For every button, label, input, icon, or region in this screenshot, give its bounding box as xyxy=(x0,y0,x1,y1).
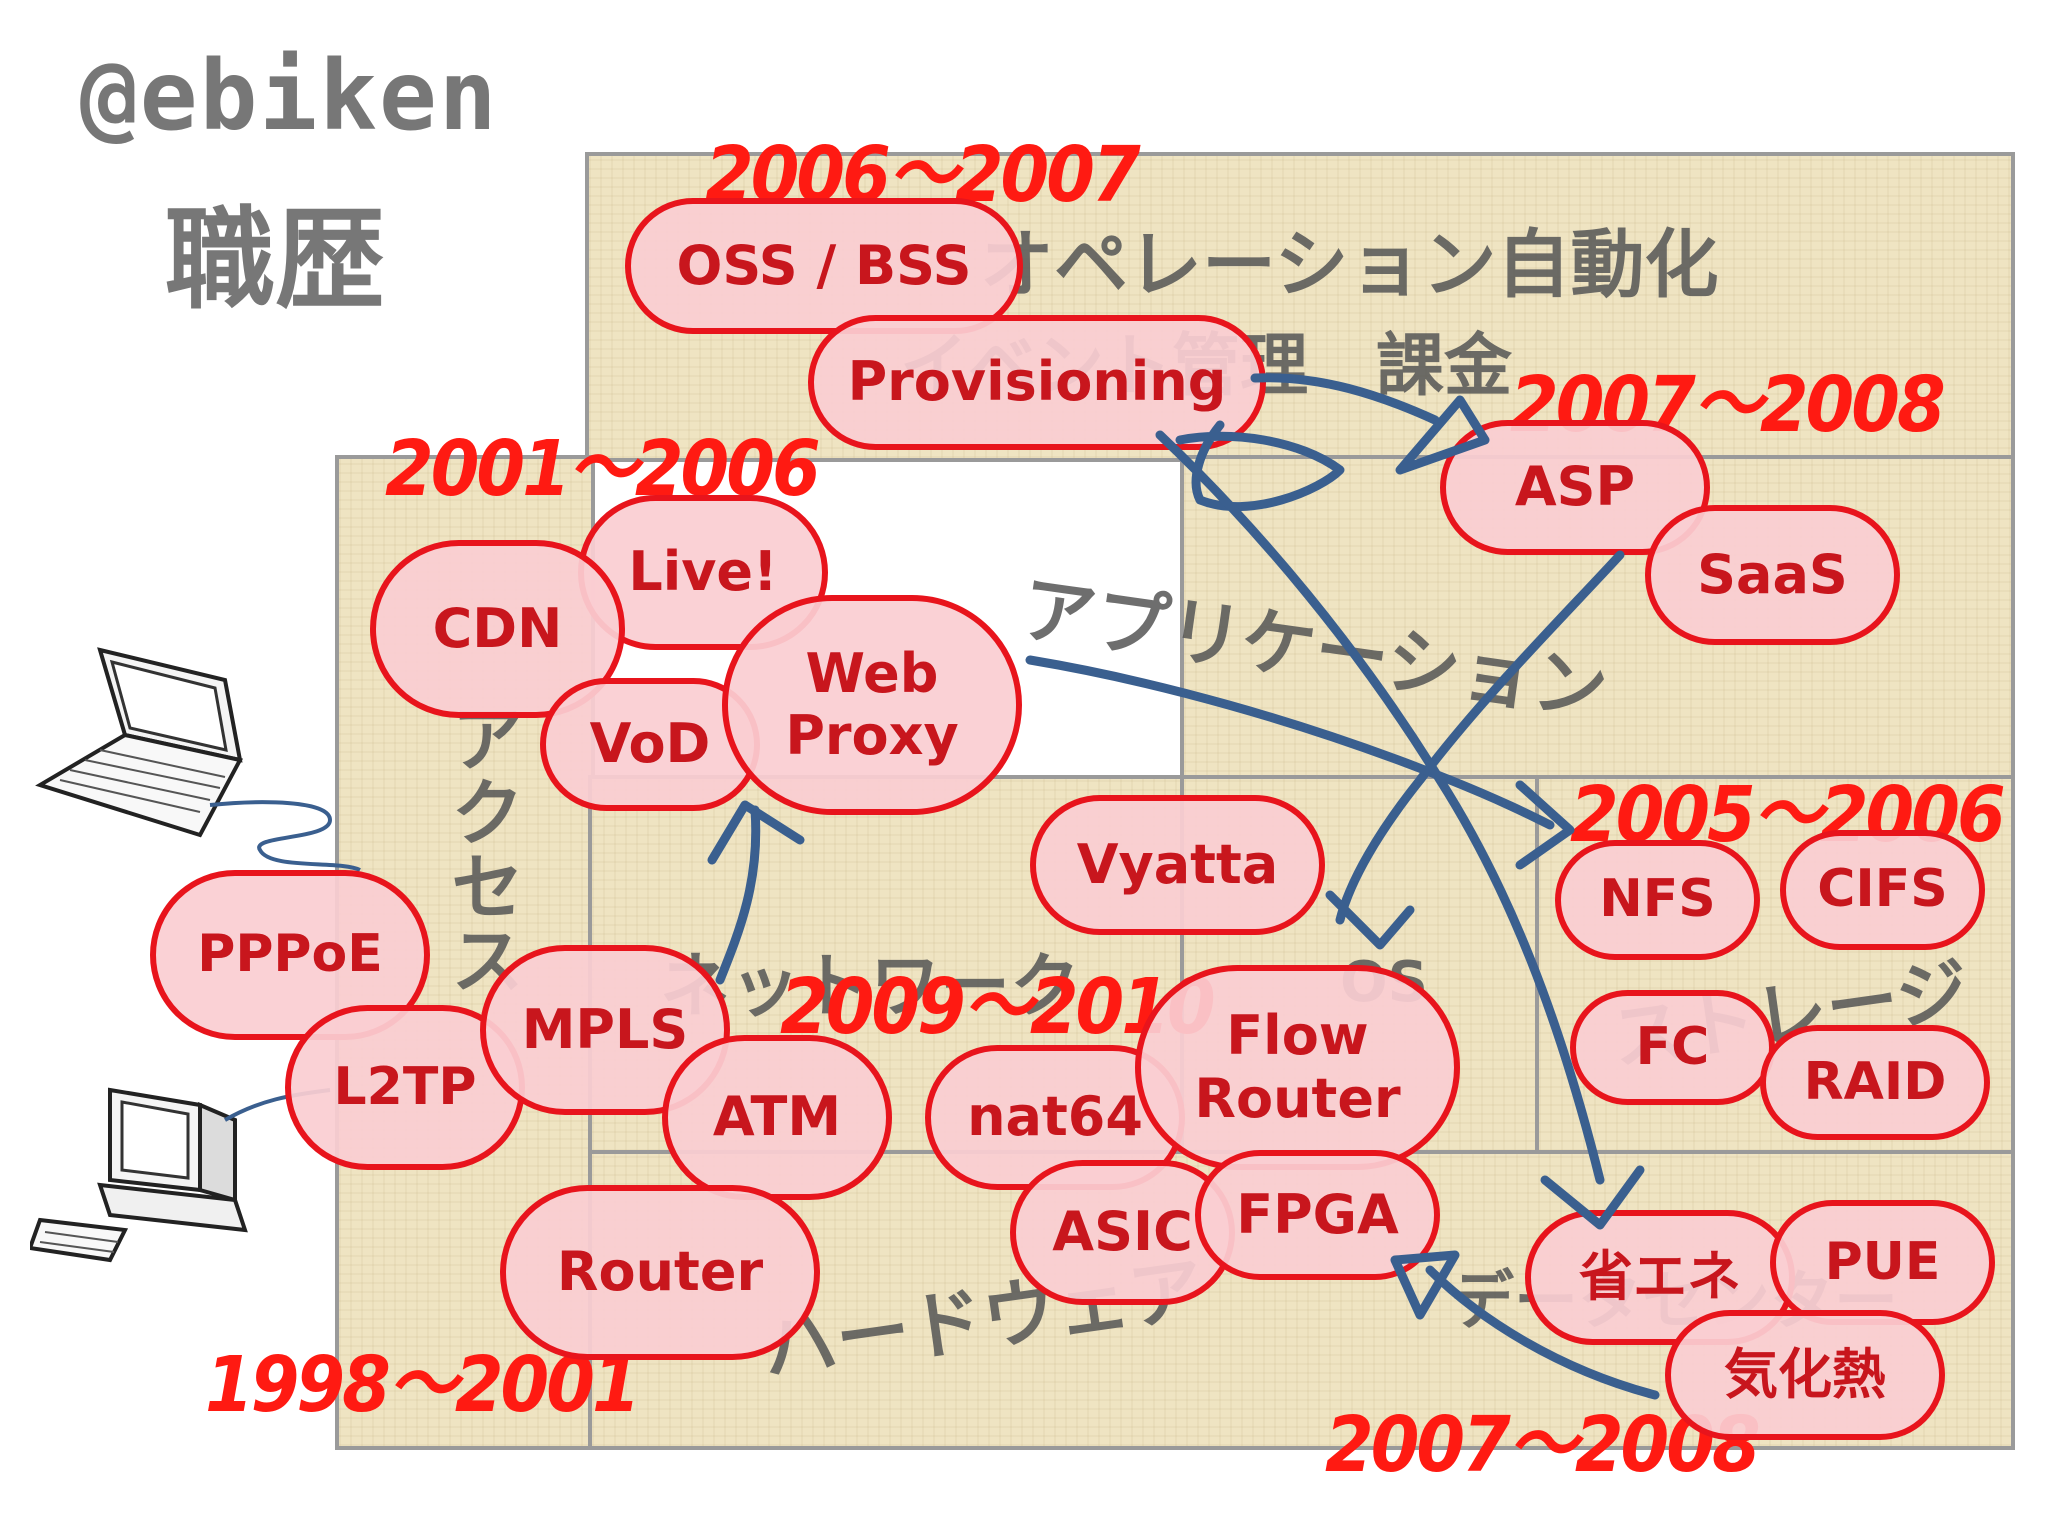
bubble-fpga: FPGA xyxy=(1195,1150,1440,1280)
web-proxy-line2: Proxy xyxy=(785,704,959,767)
flow-router-line2: Router xyxy=(1194,1066,1401,1130)
bubble-heat: 気化熱 xyxy=(1665,1310,1945,1440)
bubble-cifs: CIFS xyxy=(1780,830,1985,950)
arrowhead-vod xyxy=(707,800,805,865)
page-subtitle: 職歴 xyxy=(165,196,385,324)
bubble-saas: SaaS xyxy=(1645,505,1900,645)
arrowhead-nfs xyxy=(1515,780,1575,870)
bubble-nfs: NFS xyxy=(1555,840,1760,960)
arrow-webproxy-to-nfs xyxy=(1025,655,1555,830)
bubble-vyatta: Vyatta xyxy=(1030,795,1325,935)
arrowhead-energy xyxy=(1540,1165,1645,1230)
bubble-provisioning: Provisioning xyxy=(808,315,1266,450)
bubble-web-proxy: Web Proxy xyxy=(722,595,1022,815)
arrow-provisioning-loop xyxy=(1175,420,1345,512)
access-layer-label: アクセス xyxy=(438,700,524,996)
bubble-oss-bss: OSS / BSS xyxy=(625,198,1023,334)
arrow-mpls-to-vod xyxy=(715,805,761,985)
laptop-icon xyxy=(35,647,244,838)
desktop-pc-icon xyxy=(30,1087,248,1263)
bubble-router: Router xyxy=(500,1185,820,1360)
arrow-saas-to-os xyxy=(1335,550,1625,925)
arrowhead-fpga xyxy=(1390,1250,1460,1320)
arrow-heat-to-fpga xyxy=(1425,1265,1660,1400)
operations-layer-label: オペレーション自動化 xyxy=(980,222,1719,308)
arrow-provisioning-to-asp xyxy=(1250,373,1440,425)
bubble-fc: FC xyxy=(1570,990,1775,1105)
bubble-cdn: CDN xyxy=(370,540,625,718)
bubble-raid: RAID xyxy=(1760,1025,1990,1140)
bubble-atm: ATM xyxy=(662,1035,892,1200)
web-proxy-line1: Web xyxy=(805,641,939,705)
author-handle: @ebiken xyxy=(80,40,499,152)
bubble-pue: PUE xyxy=(1770,1200,1995,1325)
arrow-long-diagonal xyxy=(1155,430,1605,1185)
arrowhead-os xyxy=(1325,890,1415,950)
flow-router-line1: Flow xyxy=(1226,1004,1369,1068)
arrowhead-asp xyxy=(1395,395,1490,475)
